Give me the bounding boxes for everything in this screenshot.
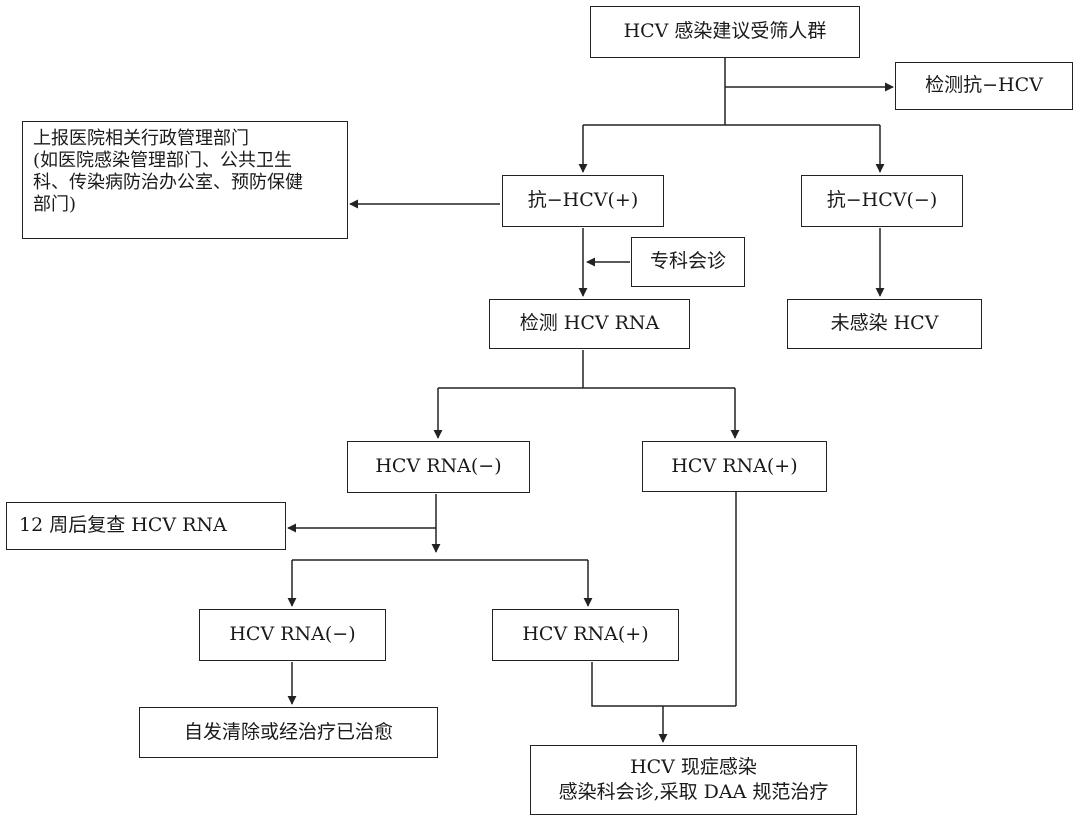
report-line-2: (如医院感染管理部门、公共卫生 xyxy=(33,150,293,171)
anti-hcv-negative-node: 抗−HCV(−) xyxy=(801,175,963,227)
current-infection-node: HCV 现症感染 感染科会诊,采取 DAA 规范治疗 xyxy=(530,745,857,815)
report-line-3: 科、传染病防治办公室、预防保健 xyxy=(33,172,303,193)
hcv-rna-positive-node-1: HCV RNA(+) xyxy=(642,441,827,492)
report-line-4: 部门) xyxy=(33,194,77,215)
cured-node: 自发清除或经治疗已治愈 xyxy=(139,707,438,758)
hcv-rna-negative-node-1: HCV RNA(−) xyxy=(347,441,530,493)
current-infection-title: HCV 现症感染 xyxy=(630,756,757,779)
recheck-12-weeks-node: 12 周后复查 HCV RNA xyxy=(6,502,286,550)
test-anti-hcv-node: 检测抗−HCV xyxy=(895,62,1073,110)
anti-hcv-positive-node: 抗−HCV(+) xyxy=(502,175,664,227)
connector-rna-pos-2-merge xyxy=(591,662,736,707)
current-infection-action: 感染科会诊,采取 DAA 规范治疗 xyxy=(558,781,829,803)
report-admin-node: 上报医院相关行政管理部门 (如医院感染管理部门、公共卫生 科、传染病防治办公室、… xyxy=(22,121,348,239)
specialist-consult-node: 专科会诊 xyxy=(631,237,745,287)
not-infected-node: 未感染 HCV xyxy=(787,299,982,349)
test-hcv-rna-node: 检测 HCV RNA xyxy=(489,299,690,349)
start-node: HCV 感染建议受筛人群 xyxy=(590,6,860,58)
hcv-rna-negative-node-2: HCV RNA(−) xyxy=(199,609,386,661)
hcv-rna-positive-node-2: HCV RNA(+) xyxy=(492,609,679,661)
report-line-1: 上报医院相关行政管理部门 xyxy=(33,128,249,149)
